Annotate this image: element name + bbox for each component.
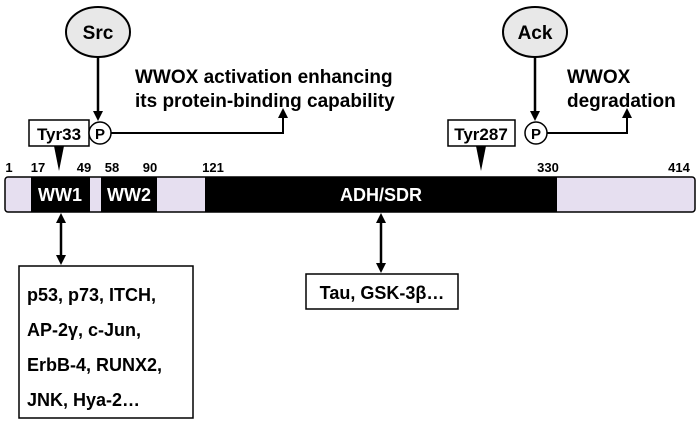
position-58: 58 xyxy=(105,160,119,175)
ww2-label: WW2 xyxy=(107,185,151,205)
adh-partners-box xyxy=(305,273,459,310)
adh-sdr-label: ADH/SDR xyxy=(340,185,422,205)
ww1-partners-line3: ErbB-4, RUNX2, xyxy=(27,355,162,375)
degradation-arrow xyxy=(547,108,632,134)
ww1-domain xyxy=(31,177,90,212)
phospho-label-tyr287: P xyxy=(531,126,541,143)
ww1-partners-line1: p53, p73, ITCH, xyxy=(27,285,156,305)
tyr287-box xyxy=(447,119,516,147)
degradation-text-line2: degradation xyxy=(567,91,676,112)
ack-kinase-label: Ack xyxy=(518,23,553,44)
ww1-label: WW1 xyxy=(38,185,82,205)
ww1-partners-box xyxy=(18,265,194,419)
tyr287-label: Tyr287 xyxy=(454,125,508,144)
tyr287-marker xyxy=(476,146,486,171)
tyr33-marker xyxy=(54,146,64,171)
ww1-partners-line4: JNK, Hya-2… xyxy=(27,390,140,410)
adh-sdr-domain xyxy=(205,177,557,212)
adh-partners-line1: Tau, GSK-3β… xyxy=(320,283,445,303)
position-1: 1 xyxy=(5,160,12,175)
degradation-text-line1: WWOX xyxy=(567,67,631,88)
ww1-partners-line2: AP-2γ, c-Jun, xyxy=(27,320,141,340)
src-kinase-label: Src xyxy=(83,23,114,44)
ww2-domain xyxy=(101,177,157,212)
activation-text-line2: its protein-binding capability xyxy=(135,91,395,112)
position-414: 414 xyxy=(668,160,690,175)
position-17: 17 xyxy=(31,160,45,175)
position-49: 49 xyxy=(77,160,91,175)
activation-text-line1: WWOX activation enhancing xyxy=(135,67,393,88)
position-90: 90 xyxy=(143,160,157,175)
tyr33-box xyxy=(28,119,90,147)
phospho-label-tyr33: P xyxy=(95,126,105,143)
position-121: 121 xyxy=(202,160,224,175)
tyr33-label: Tyr33 xyxy=(37,125,81,144)
activation-arrow xyxy=(111,108,288,134)
position-330: 330 xyxy=(537,160,559,175)
